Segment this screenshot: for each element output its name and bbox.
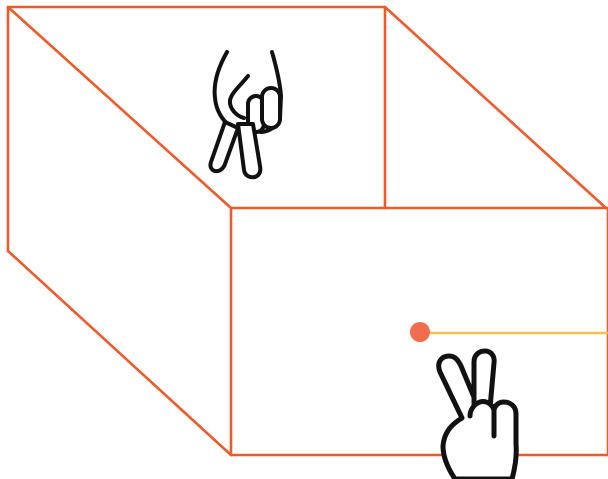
bottom-hand-index-finger xyxy=(436,353,479,421)
pointer-dot xyxy=(410,322,430,342)
wireframe-box xyxy=(6,5,608,457)
box-depth-edge-top-right xyxy=(383,5,608,210)
top-hand-finger-1 xyxy=(208,120,240,174)
bottom-hand-palm xyxy=(440,399,519,479)
bottom-hand-middle-finger xyxy=(471,348,497,411)
top-hand-knuckle-2 xyxy=(260,86,282,130)
box-back-top-edge xyxy=(6,5,387,253)
box-depth-edge-bottom-left xyxy=(6,249,233,457)
two-finger-swipe-down-icon xyxy=(208,50,283,180)
top-hand-finger-2 xyxy=(236,122,263,180)
top-hand-thumb xyxy=(227,74,250,120)
box-depth-edge-top-left xyxy=(6,5,233,210)
two-finger-victory-icon xyxy=(436,348,519,479)
box-front-face xyxy=(229,206,608,457)
